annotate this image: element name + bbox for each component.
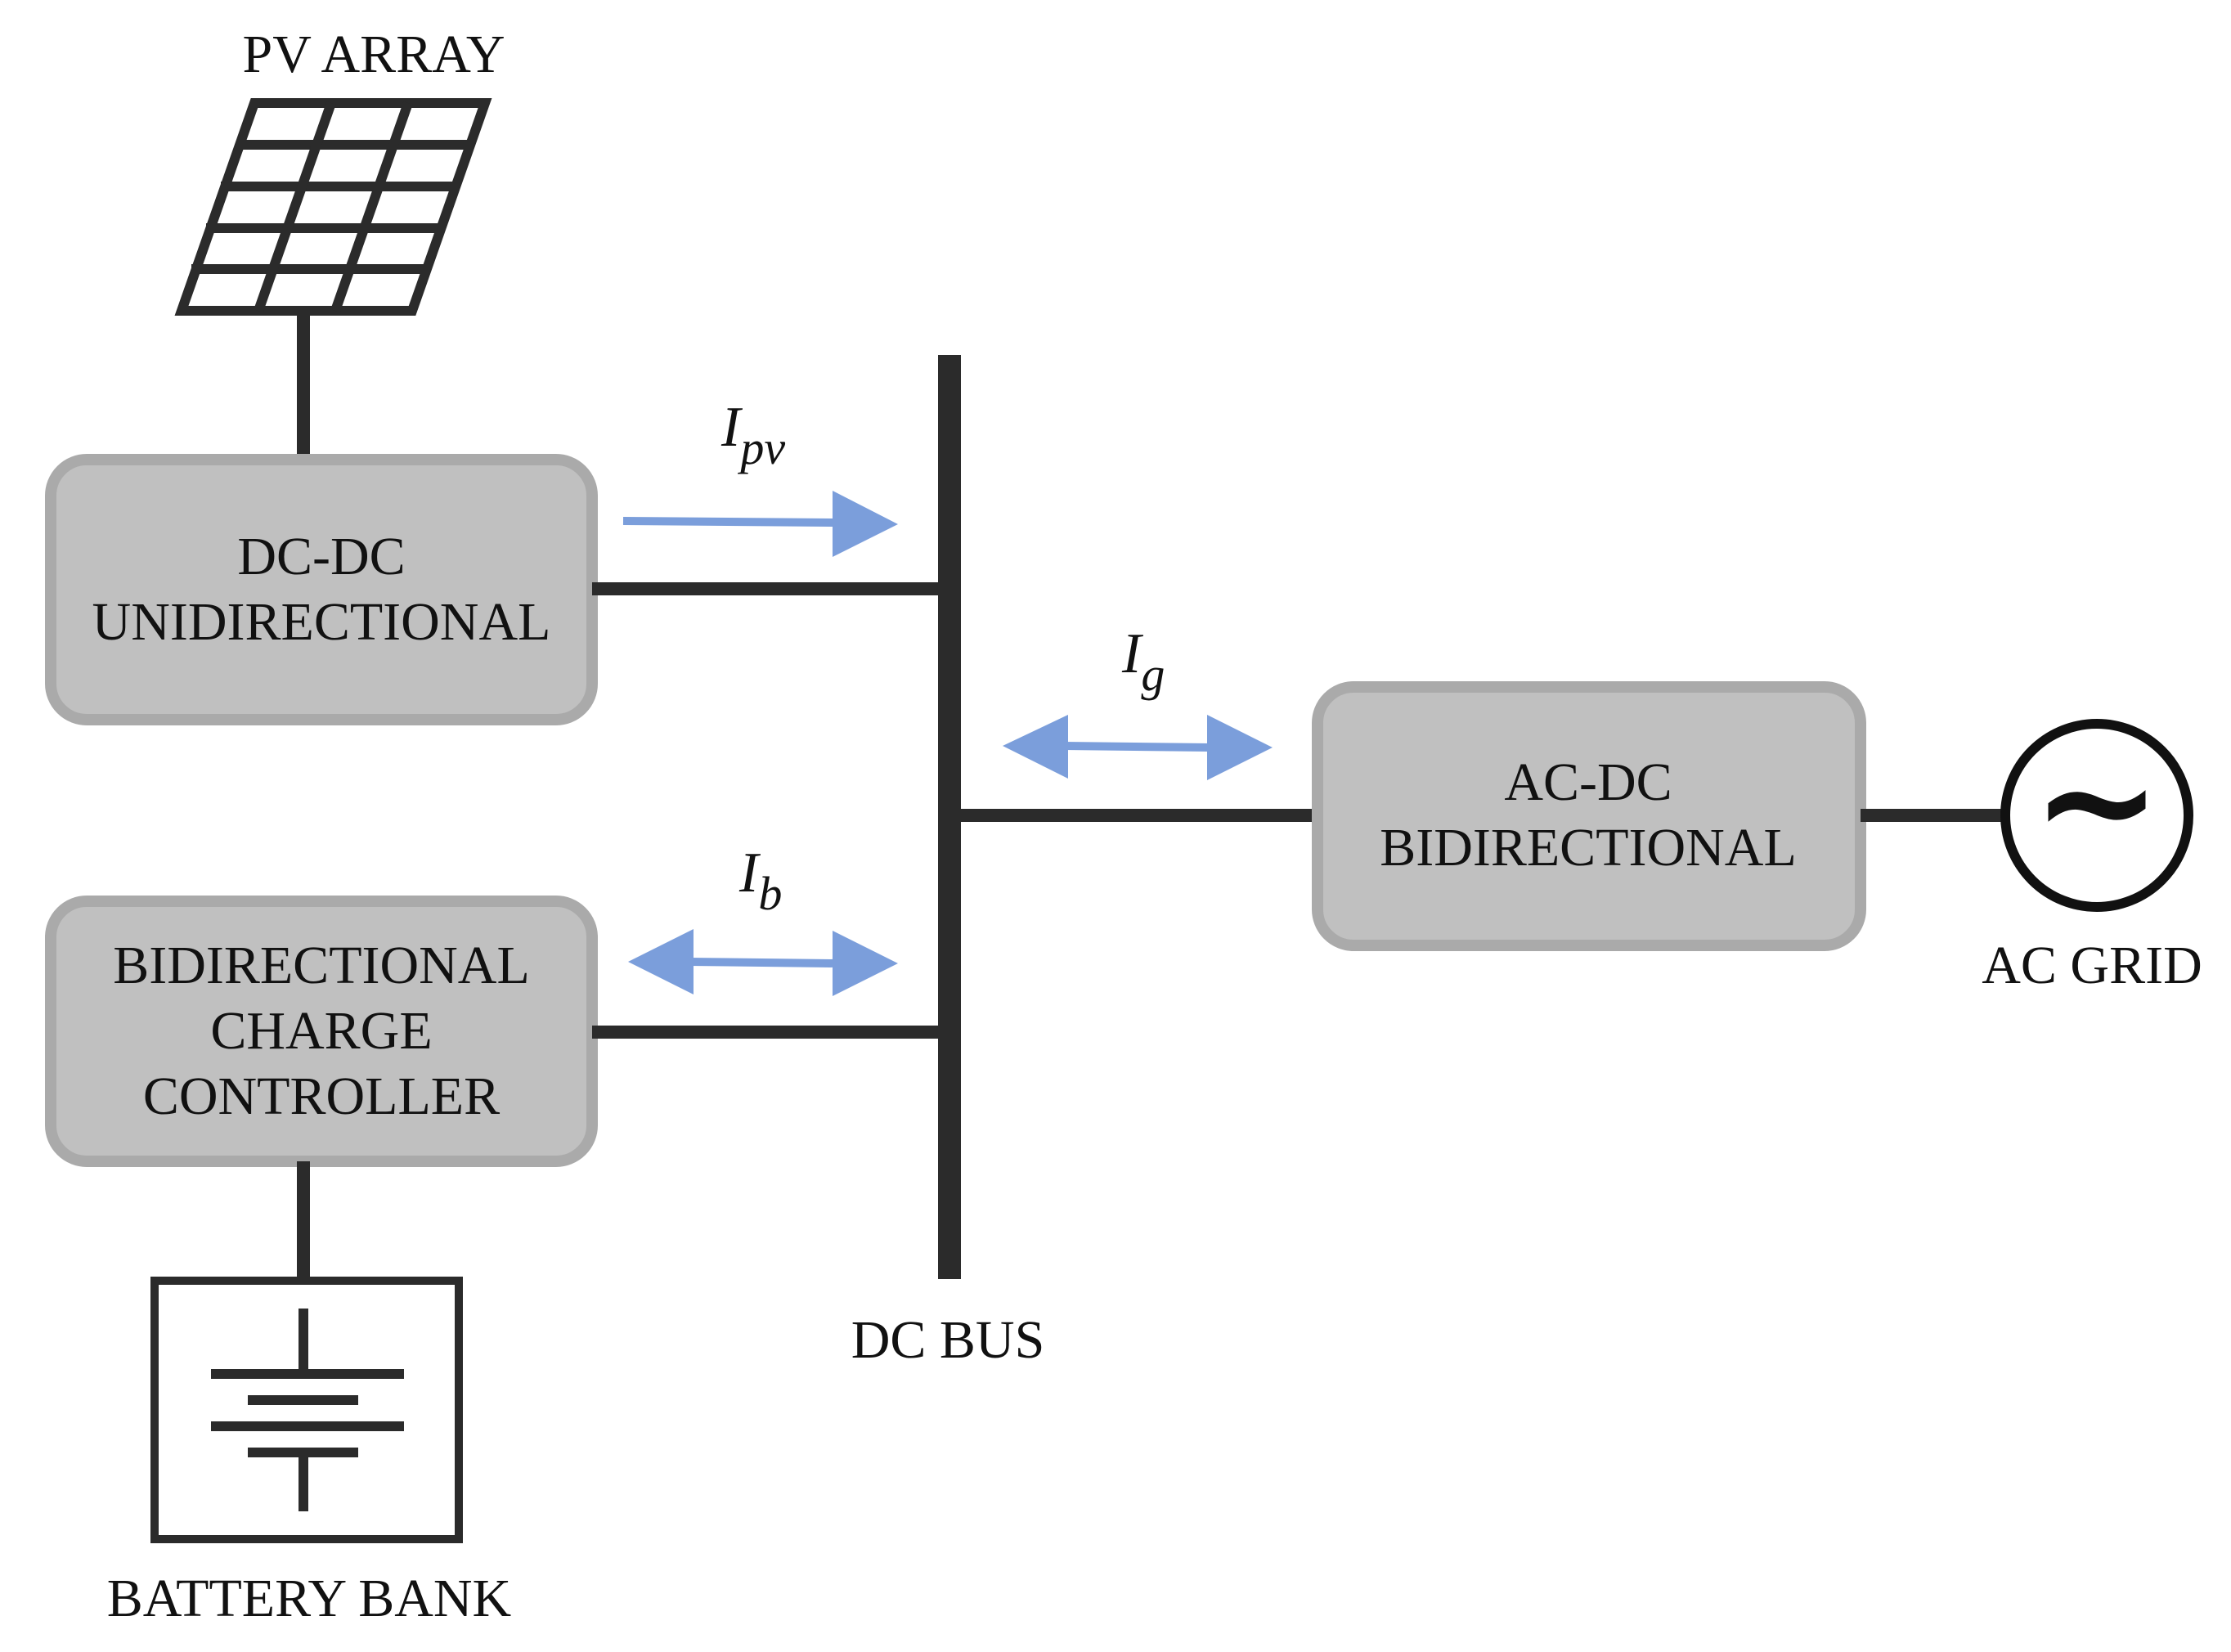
ac-symbol: ~ xyxy=(2031,711,2161,891)
acdc-bidirectional-block xyxy=(1312,681,1866,951)
acdc-block-line2: BIDIRECTIONAL xyxy=(1380,818,1797,878)
charge-block-line3: CONTROLLER xyxy=(143,1066,500,1126)
dcdc-unidirectional-block xyxy=(45,454,598,725)
battery-icon xyxy=(211,1309,404,1511)
pv-current-arrow xyxy=(622,491,898,557)
acdc-block-line1: AC-DC xyxy=(1504,752,1672,812)
charge-block-line1: BIDIRECTIONAL xyxy=(113,936,530,995)
battery-current-label: Ib xyxy=(738,842,782,920)
grid-current-label: Ig xyxy=(1121,622,1165,701)
pv-array-label: PV ARRAY xyxy=(242,25,505,84)
charge-block-line2: CHARGE xyxy=(210,1001,432,1061)
ac-grid-source-icon xyxy=(2000,719,2193,912)
dc-bus-label: DC BUS xyxy=(851,1310,1045,1370)
pv-current-label: Ipv xyxy=(720,396,785,474)
battery-box xyxy=(150,1277,463,1543)
dcdc-block-line2: UNIDIRECTIONAL xyxy=(92,592,551,652)
solar-panel-icon xyxy=(174,98,492,316)
battery-bank-label: BATTERY BANK xyxy=(107,1569,511,1628)
dcdc-block-line1: DC-DC xyxy=(237,527,405,586)
grid-current-arrow xyxy=(1003,715,1273,780)
battery-current-arrow xyxy=(628,929,898,996)
ac-grid-label: AC GRID xyxy=(1982,936,2202,995)
